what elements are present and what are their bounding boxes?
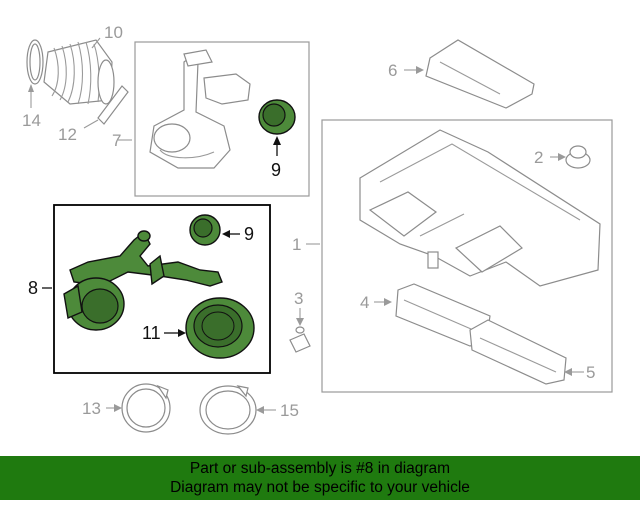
- callout-9-upper: 9: [271, 160, 281, 180]
- callout-5: 5: [586, 363, 595, 382]
- callout-6: 6: [388, 61, 397, 80]
- banner-line-2: Diagram may not be specific to your vehi…: [170, 479, 470, 496]
- part-12-clamp: [83, 85, 129, 129]
- callout-14: 14: [22, 111, 41, 130]
- box-1: [321, 119, 613, 393]
- part-11-seal: [164, 297, 255, 359]
- callout-13: 13: [82, 399, 101, 418]
- part-8-duct-assembly: [42, 230, 223, 331]
- box-7: [134, 41, 310, 197]
- part-9-seal-lower: [189, 214, 240, 246]
- part-14-clamp: [26, 39, 44, 108]
- callout-12: 12: [58, 125, 77, 144]
- callout-1: 1: [292, 235, 301, 254]
- banner-line-1: Part or sub-assembly is #8 in diagram: [189, 460, 451, 477]
- part-9-seal-upper: [258, 99, 296, 156]
- box-8: [53, 204, 271, 374]
- callout-4: 4: [360, 293, 369, 312]
- part-13-ring: [106, 383, 171, 433]
- part-2-grommet: [550, 145, 591, 169]
- part-1-housing: [306, 129, 601, 287]
- callout-3: 3: [294, 289, 303, 308]
- callout-11: 11: [142, 323, 161, 343]
- callout-10: 10: [104, 23, 123, 42]
- part-7-duct: [118, 49, 251, 169]
- callout-8: 8: [28, 278, 38, 298]
- callout-15: 15: [280, 401, 299, 420]
- callout-9-lower: 9: [244, 224, 254, 244]
- info-banner: Part or sub-assembly is #8 in diagram Di…: [0, 456, 640, 500]
- callout-7: 7: [112, 131, 121, 150]
- part-15-ring: [199, 385, 276, 435]
- part-3-bolt: [289, 308, 311, 353]
- part-6-sheet: [404, 39, 535, 109]
- callout-2: 2: [534, 148, 543, 167]
- part-10-bellows: [43, 37, 115, 105]
- part-5-filter: [469, 319, 584, 385]
